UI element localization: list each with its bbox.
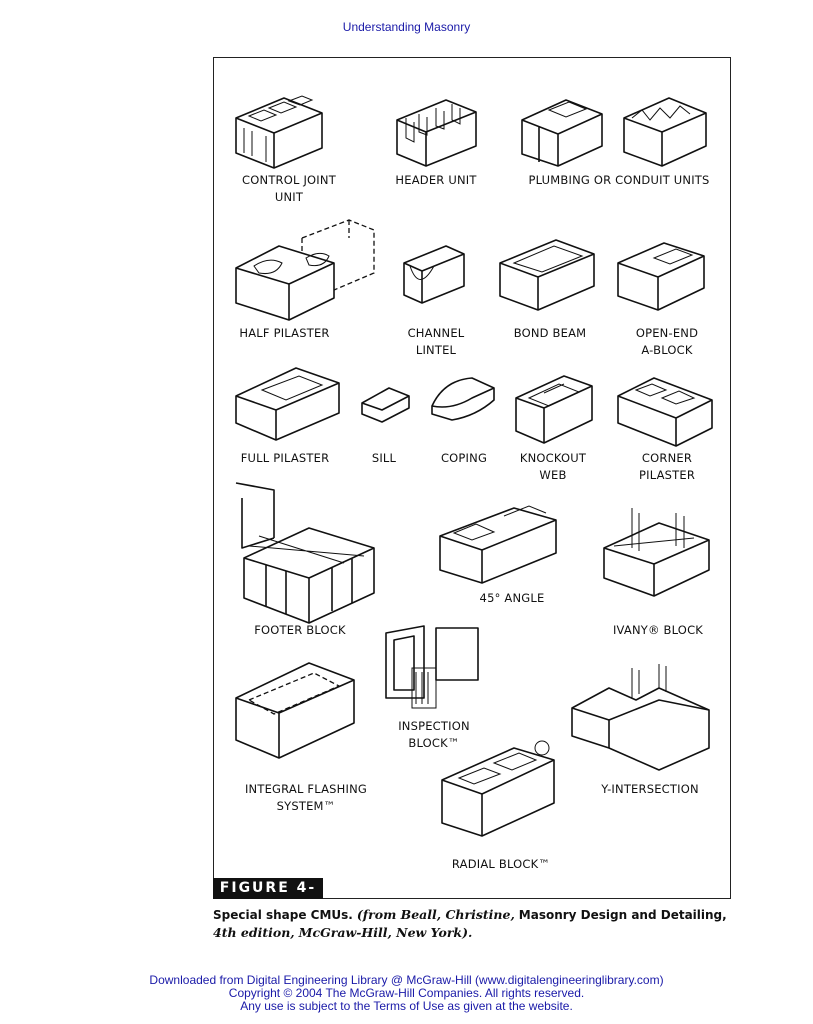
caption-publisher: McGraw-Hill, New York [298,925,463,940]
label-y-intersection: Y-INTERSECTION [601,782,699,796]
plumbing-unit-drawing-a [521,99,603,167]
label-coping: COPING [440,451,488,465]
ivany-block-drawing [603,508,710,597]
cmu-drawings [235,95,713,837]
plumbing-unit-drawing-b [623,97,707,167]
figure-caption: Special shape CMUs. (from Beall, Christi… [213,906,733,942]
label-integral-flashing-system: INTEGRAL FLASHING SYSTEM™ [244,782,368,813]
sill-drawing [361,387,410,423]
label-header-unit: HEADER UNIT [395,173,477,187]
label-bond-beam: BOND BEAM [513,326,587,340]
label-plumbing-conduit-units: PLUMBING OR CONDUIT UNITS [528,173,710,187]
figure-panel: CONTROL JOINT UNIT HEADER UNIT PLUMBING … [213,57,731,899]
corner-pilaster-drawing [617,377,713,447]
label-knockout-web: KNOCKOUT WEB [519,451,587,482]
label-sill: SILL [371,451,397,465]
footer-line-copyright: Copyright © 2004 The McGraw-Hill Compani… [228,986,585,1000]
label-inspection-block: INSPECTION BLOCK™ [398,719,470,750]
channel-lintel-drawing [403,245,465,304]
caption-close: ). [462,925,473,940]
figure-number-badge: FIGURE 4-10 [213,878,323,917]
label-radial-block: RADIAL BLOCK™ [451,857,551,871]
label-footer-block: FOOTER BLOCK [254,623,346,637]
open-end-a-block-drawing [617,242,705,311]
caption-source-open: (from Beall, Christine, [356,907,515,922]
header-unit-drawing [396,99,477,167]
page-footer: Downloaded from Digital Engineering Libr… [0,974,813,1013]
label-corner-pilaster: CORNER PILASTER [638,451,696,482]
label-open-end-a-block: OPEN-END A-BLOCK [635,326,699,357]
knockout-web-drawing [515,375,593,444]
caption-lead: Special shape CMUs. [213,908,353,922]
label-ivany-block: IVANY® BLOCK [612,623,704,637]
caption-edition: 4th edition, [213,925,295,940]
inspection-block-drawing [385,625,479,709]
label-channel-lintel: CHANNEL LINTEL [407,326,465,357]
y-intersection-drawing [571,664,710,771]
label-half-pilaster: HALF PILASTER [239,326,330,340]
full-pilaster-drawing [235,367,340,441]
half-pilaster-drawing [235,219,375,321]
control-joint-unit-drawing [235,95,323,169]
angle-45-drawing [439,505,557,584]
label-control-joint-unit: CONTROL JOINT UNIT [242,173,336,204]
bond-beam-drawing [499,239,595,311]
running-head: Understanding Masonry [342,20,471,34]
radial-block-drawing [441,740,555,837]
footer-block-drawing [235,482,375,624]
caption-book-title: Masonry Design and Detailing, [518,908,727,922]
label-45-angle: 45° ANGLE [479,591,545,605]
footer-line-terms: Any use is subject to the Terms of Use a… [240,999,573,1013]
integral-flashing-drawing [235,662,355,759]
footer-line-download[interactable]: Downloaded from Digital Engineering Libr… [149,973,664,987]
label-full-pilaster: FULL PILASTER [240,451,330,465]
coping-drawing [431,377,495,421]
